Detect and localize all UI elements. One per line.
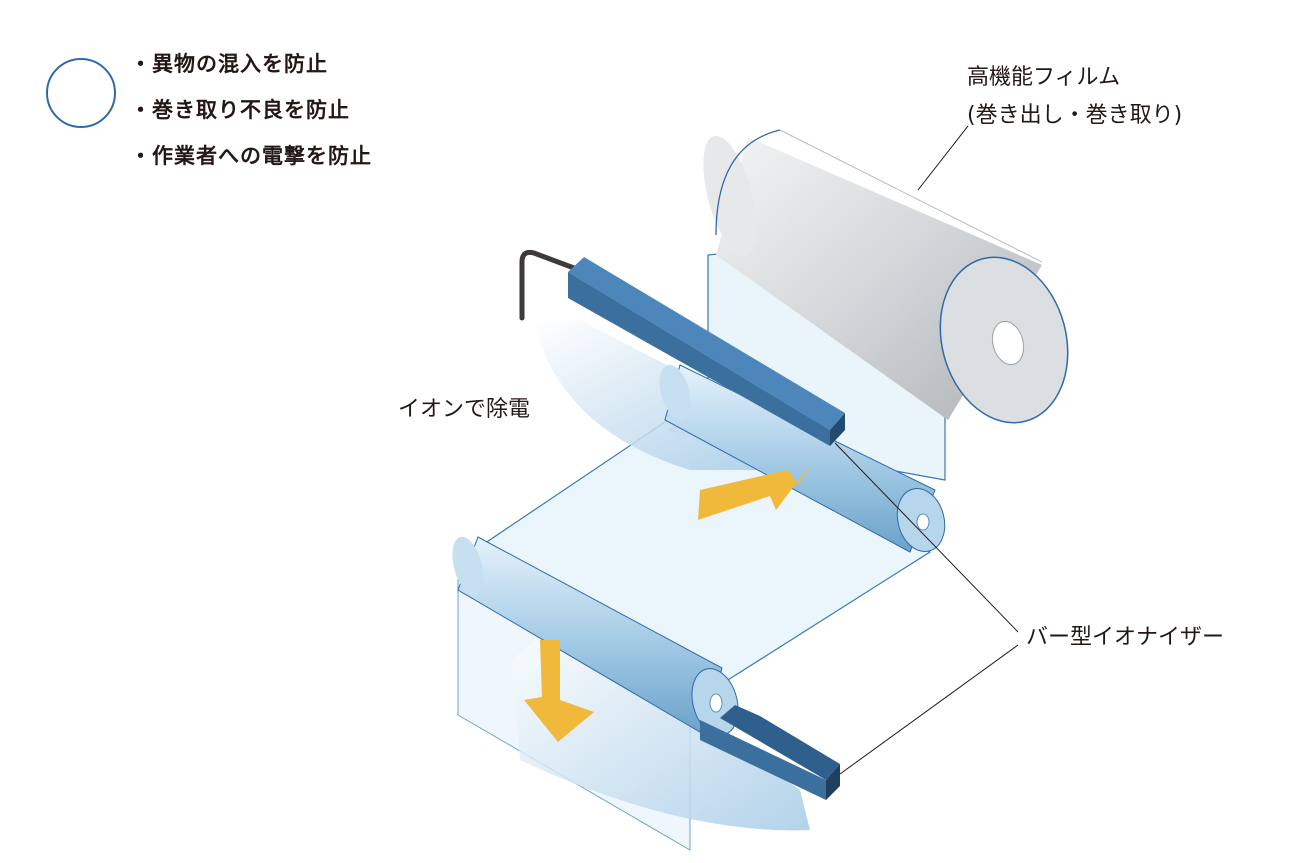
benefit-item: ・異物の混入を防止 [130, 52, 328, 76]
benefit-circle-icon [46, 58, 116, 128]
benefit-item: ・巻き取り不良を防止 [130, 98, 350, 122]
benefit-list: ・異物の混入を防止 ・巻き取り不良を防止 ・作業者への電撃を防止 [130, 54, 372, 192]
ionizer-bar-lower-icon [700, 705, 840, 800]
ion-flow-lower [512, 620, 810, 831]
bar-ionizer-label: バー型イオナイザー [1026, 625, 1225, 650]
leader-line-ionizer-upper [834, 442, 1019, 633]
benefit-item: ・作業者への電撃を防止 [130, 144, 372, 168]
leader-line-ionizer-lower [839, 644, 1019, 775]
ion-neutralize-label: イオンで除電 [398, 397, 531, 422]
film-roll-label: 高機能フィルム [967, 65, 1121, 90]
middle-roller-icon [659, 364, 946, 553]
film-roll-sublabel: (巻き出し・巻き取り) [967, 103, 1183, 128]
film-roll-icon [703, 129, 1069, 424]
leader-line-film-roll [917, 125, 969, 191]
direction-arrow-lower [524, 640, 594, 742]
direction-arrow-upper [698, 465, 810, 520]
ionizer-bar-upper-icon [519, 249, 845, 446]
